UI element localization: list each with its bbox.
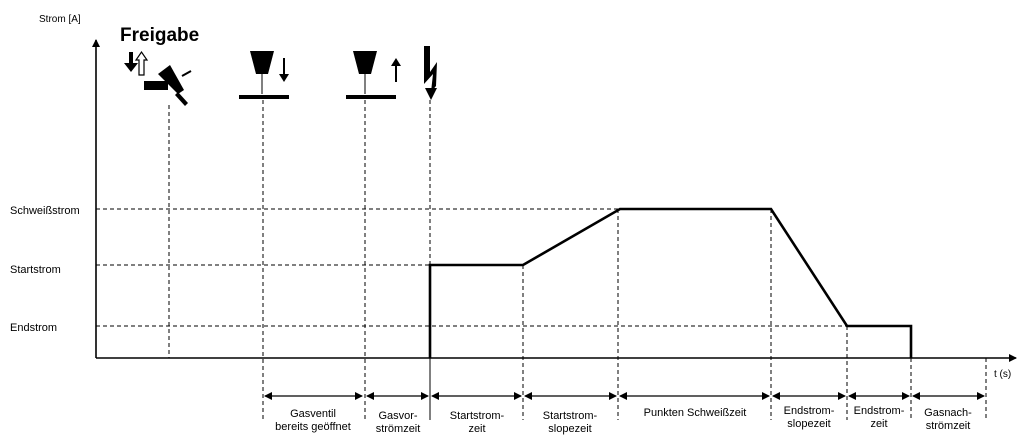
event-guides: [168, 100, 987, 420]
freigabe-label: Freigabe: [120, 25, 199, 46]
phase-label-gasvorstroemzeit: Gasvor-strömzeit: [376, 410, 421, 435]
level-label-startstrom: Startstrom: [10, 264, 61, 276]
gas-valve-down-icon: [239, 51, 289, 99]
current-profile: [428, 207, 913, 358]
phase-label-startstromslopezeit: Startstrom-slopezeit: [543, 410, 598, 435]
arc-ignition-icon: [424, 46, 437, 100]
phase-label-startstromzeit: Startstrom-zeit: [450, 410, 505, 435]
phase-label-endstromslopezeit: Endstrom-slopezeit: [784, 405, 835, 430]
level-guides: [96, 208, 847, 327]
level-label-schweissstrom: Schweißstrom: [10, 205, 80, 217]
phase-label-punkten-schweisszeit: Punkten Schweißzeit: [644, 407, 747, 419]
level-label-endstrom: Endstrom: [10, 322, 57, 334]
gas-valve-up-icon: [346, 51, 401, 99]
phase-label-endstromzeit: Endstrom-zeit: [854, 405, 905, 430]
torch-trigger-icon: [124, 50, 192, 106]
x-axis-label: t (s): [994, 369, 1011, 380]
phase-label-gasnachstroemzeit: Gasnach-strömzeit: [924, 407, 972, 432]
y-axis-label: Strom [A]: [39, 14, 81, 25]
